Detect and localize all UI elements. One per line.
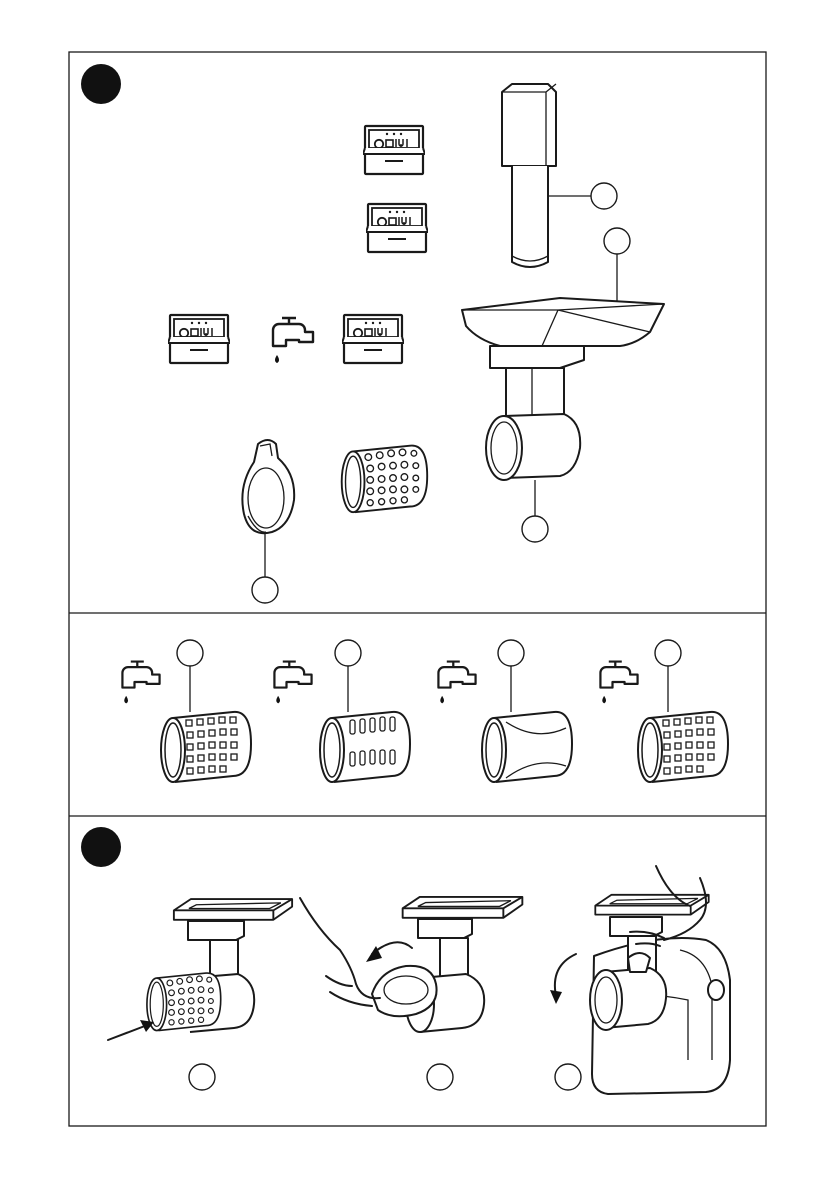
drum-slicer (320, 712, 410, 782)
step-marker (81, 827, 121, 867)
rinse-step-coarse-grater (600, 640, 728, 782)
callout-circle (177, 640, 203, 666)
dishwasher-icon (366, 204, 428, 252)
tap-icon (600, 662, 637, 704)
callout-circle (189, 1064, 215, 1090)
callout-circle (591, 183, 617, 209)
assembly-step-insert-drum (108, 899, 292, 1090)
assembly-step-attach-holder (300, 897, 522, 1090)
dishwasher-icon (363, 126, 425, 174)
tap-icon (274, 662, 311, 704)
drum-smooth (482, 712, 572, 782)
tap-icon (438, 662, 475, 704)
drum-coarse-grater (638, 712, 728, 782)
callout-circle (655, 640, 681, 666)
drum (147, 973, 221, 1030)
dishwasher-icon (342, 315, 404, 363)
dishwasher-icon (168, 315, 230, 363)
rinse-step-fine-grater (122, 640, 251, 782)
rinse-step-slicer (274, 640, 410, 782)
drum-fine-grater (161, 712, 251, 782)
drum-holder (242, 440, 294, 533)
assembly-step-mount-on-machine (550, 866, 730, 1094)
feed-tube-housing (462, 298, 664, 480)
callout-circle (555, 1064, 581, 1090)
callout-circle (252, 577, 278, 603)
step-marker (81, 64, 121, 104)
callout-circle (522, 516, 548, 542)
hand-icon (300, 898, 380, 1006)
callout-circle (427, 1064, 453, 1090)
callout-circle (498, 640, 524, 666)
tap-icon (122, 662, 159, 704)
callout-circle (604, 228, 630, 254)
callout-circle (335, 640, 361, 666)
drum (342, 446, 428, 513)
arrow-icon (555, 954, 576, 996)
tap-icon (273, 318, 313, 363)
rinse-step-smooth (438, 640, 572, 782)
pusher (502, 84, 556, 267)
